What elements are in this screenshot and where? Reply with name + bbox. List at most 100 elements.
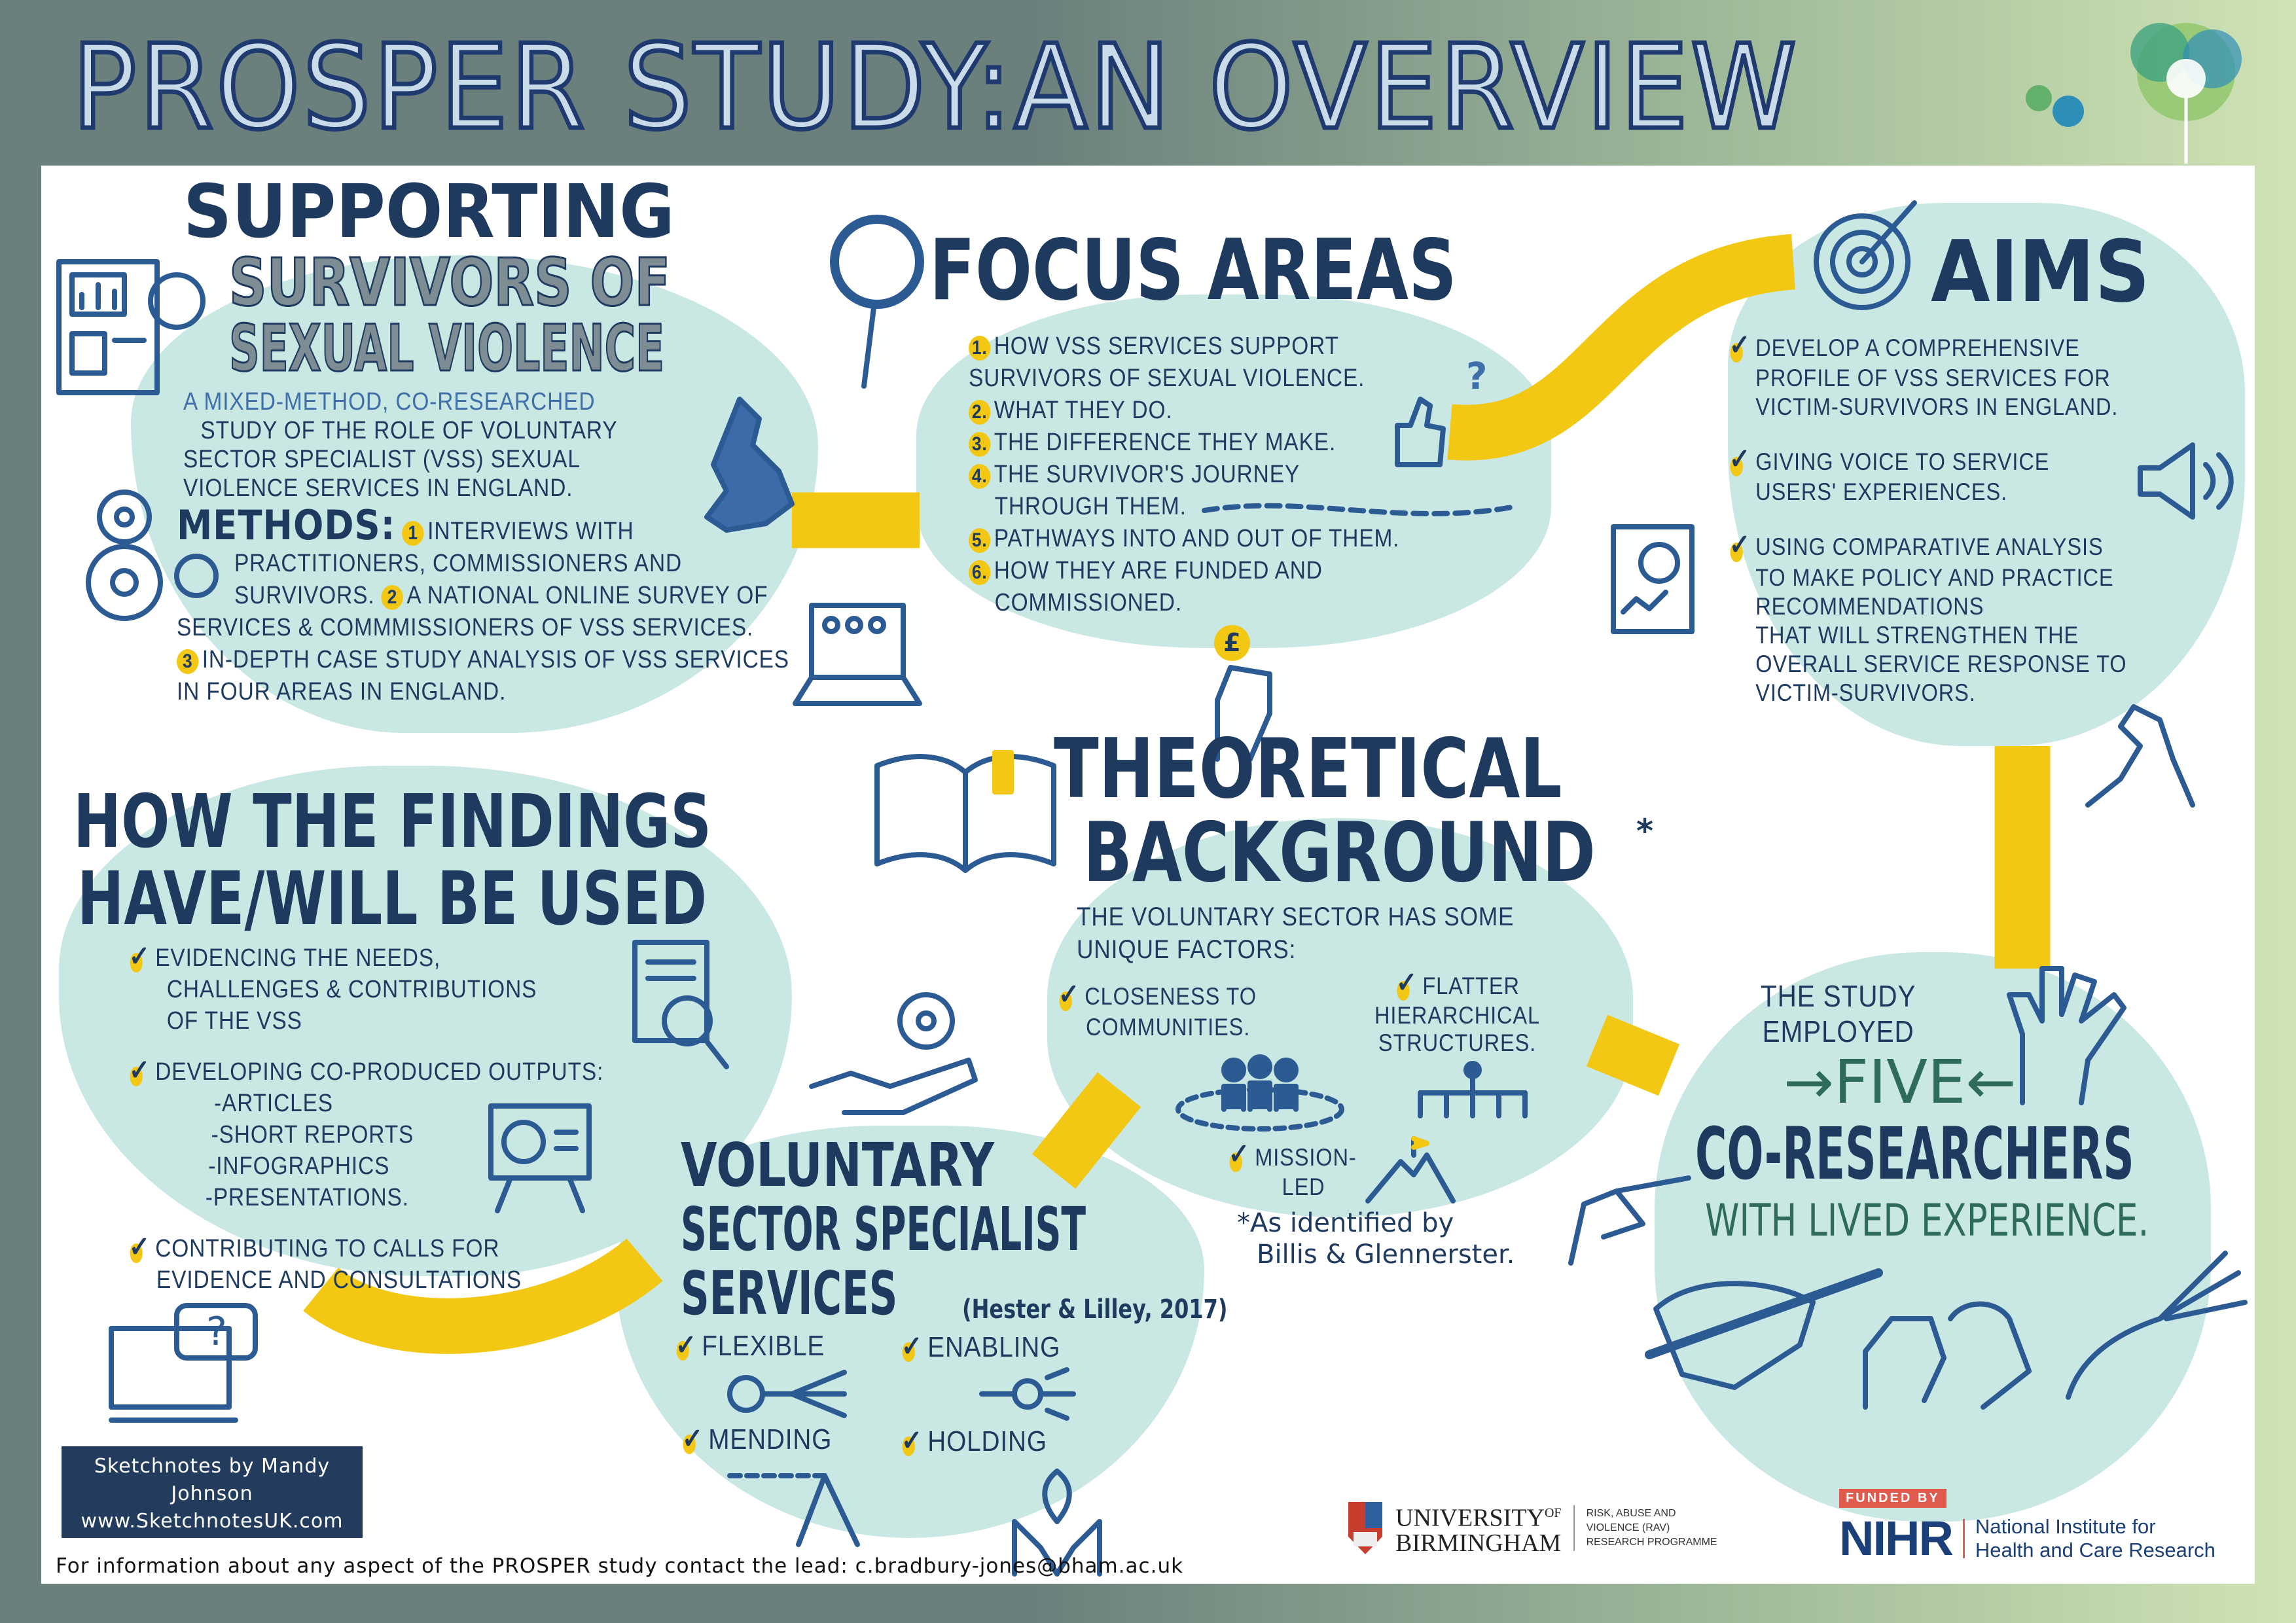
focus-item: 2.WHAT THEY DO. <box>969 395 1399 427</box>
document-search-icon <box>632 940 729 1069</box>
factor-mission: MISSION- LED <box>1227 1141 1357 1201</box>
aim-item: GIVING VOICE TO SERVICE <box>1728 445 2126 478</box>
hands-plant-icon <box>1012 1469 1102 1577</box>
findings-item: CONTRIBUTING TO CALLS FOR <box>128 1232 603 1264</box>
findings-heading-2: HAVE/WILL BE USED <box>77 857 708 942</box>
check-icon <box>674 1329 697 1362</box>
computer-question-icon: ? <box>109 1303 258 1423</box>
theory-heading-1: THEORETICAL <box>1054 721 1562 817</box>
focus-heading: FOCUS AREAS <box>929 222 1457 319</box>
check-icon <box>1728 445 1751 478</box>
focus-item: 3.THE DIFFERENCE THEY MAKE. <box>969 427 1399 459</box>
funded-by-badge: FUNDED BY <box>1839 1489 1946 1508</box>
pointing-hand-icon <box>1568 1175 1691 1266</box>
tube-theory-vss <box>1031 1072 1141 1189</box>
focus-list: 1.HOW VSS SERVICES SUPPORT SURVIVORS OF … <box>969 330 1399 619</box>
vss-heading-3: SERVICES <box>681 1258 898 1329</box>
nihr-logo: NIHR National Institute for Health and C… <box>1839 1511 2215 1565</box>
check-icon <box>128 1055 151 1088</box>
writing-hand-icon <box>1645 1268 1883 1390</box>
vss-heading-2: SECTOR SPECIALIST <box>681 1194 1086 1264</box>
focus-blob <box>916 294 1551 648</box>
check-icon <box>1057 980 1080 1012</box>
quality-enabling: ENABLING <box>900 1330 1060 1363</box>
branching-arrows-icon <box>727 1370 847 1418</box>
question-mark: ? <box>1466 355 1488 398</box>
england-map-icon <box>704 397 795 533</box>
lived-experience: WITH LIVED EXPERIENCE. <box>1705 1195 2149 1247</box>
sketchnotes-credit: Sketchnotes by Mandy Johnson www.Sketchn… <box>62 1446 363 1538</box>
presentation-board-icon <box>488 1103 592 1213</box>
flexed-arm-icon <box>2085 704 2195 808</box>
hand-icon <box>1215 665 1272 762</box>
findings-item: DEVELOPING CO-PRODUCED OUTPUTS: <box>128 1055 603 1088</box>
focus-item: 4.THE SURVIVOR'S JOURNEY <box>969 459 1399 491</box>
check-icon <box>1395 969 1418 1002</box>
aims-list: DEVELOP A COMPREHENSIVE PROFILE OF VSS S… <box>1728 331 2126 707</box>
five-label: →FIVE← <box>1784 1047 2017 1117</box>
hierarchy-icon <box>1418 1061 1528 1118</box>
findings-list: EVIDENCING THE NEEDS, CHALLENGES & CONTR… <box>128 941 603 1296</box>
magnifying-glass-icon <box>830 215 924 389</box>
reaching-hand-icon <box>2066 1251 2248 1400</box>
theory-blob <box>1047 818 1633 1217</box>
supporting-heading: SUPPORTING <box>183 169 675 255</box>
quality-holding: HOLDING <box>900 1425 1047 1457</box>
target-icon <box>1814 200 1917 310</box>
theory-note: *As identified by Billis & Glennerster. <box>1237 1208 1515 1270</box>
factor-flatter: FLATTER HIERARCHICAL STRUCTURES. <box>1374 969 1540 1057</box>
supporting-blob <box>131 255 818 733</box>
focus-item: 1.HOW VSS SERVICES SUPPORT <box>969 330 1399 363</box>
check-icon <box>128 941 151 974</box>
thumbs-up-icon <box>1395 397 1446 467</box>
mountain-flag-icon <box>1365 1136 1456 1204</box>
open-hands-icon <box>1863 1301 2032 1410</box>
tube-theory-coresearchers <box>1586 1014 1680 1096</box>
quality-mending: MENDING <box>681 1423 832 1455</box>
aim-item: USING COMPARATIVE ANALYSIS <box>1728 531 2126 563</box>
check-icon <box>1227 1141 1250 1173</box>
coresearchers-heading: CO-RESEARCHERS <box>1695 1112 2134 1196</box>
aims-blob <box>1728 203 2245 746</box>
aim-item: DEVELOP A COMPREHENSIVE <box>1728 331 2126 364</box>
theory-asterisk: * <box>1636 812 1654 850</box>
road-path-icon <box>1202 503 1515 516</box>
theory-heading-2: BACKGROUND <box>1083 804 1596 901</box>
raised-hand-icon <box>2007 966 2126 1105</box>
survivors-heading: SURVIVORS OF <box>228 244 672 321</box>
vss-heading-1: VOLUNTARY <box>681 1130 994 1200</box>
needle-thread-icon <box>727 1473 860 1547</box>
findings-item: EVIDENCING THE NEEDS, <box>128 941 603 974</box>
uob-crest-icon <box>1348 1502 1382 1554</box>
hand-gear-icon <box>809 992 978 1115</box>
coresearchers-blob <box>1655 952 2211 1522</box>
open-book-icon <box>874 750 1056 873</box>
megaphone-speaker-icon <box>2138 442 2234 520</box>
svg-text:?: ? <box>206 1309 227 1355</box>
community-people-icon <box>1175 1054 1344 1132</box>
dandelion-logo-icon <box>2026 23 2242 164</box>
vss-citation: (Hester & Lilley, 2017) <box>962 1294 1228 1325</box>
report-pie-icon <box>1611 524 1695 634</box>
check-icon <box>900 1330 923 1363</box>
page-title: PROSPER STUDY:AN OVERVIEW <box>70 18 1799 158</box>
sketchnotes-link[interactable]: www.SketchnotesUK.com <box>81 1510 344 1533</box>
study-employed: THE STUDY EMPLOYED <box>1761 979 1916 1048</box>
check-icon <box>1728 331 1751 364</box>
check-icon <box>681 1423 704 1455</box>
theory-intro: THE VOLUNTARY SECTOR HAS SOME UNIQUE FAC… <box>1077 902 1515 964</box>
factor-closeness: CLOSENESS TO COMMUNITIES. <box>1057 980 1257 1043</box>
enabling-arrows-icon <box>979 1367 1076 1421</box>
quality-flexible: FLEXIBLE <box>674 1329 825 1362</box>
methods-label: METHODS: <box>177 501 396 549</box>
laptop-survey-icon <box>793 603 922 706</box>
check-icon <box>900 1425 923 1457</box>
findings-heading-1: HOW THE FINDINGS <box>73 779 711 865</box>
coin-icon: £ <box>1214 625 1250 661</box>
tube-focus-aims <box>1447 234 1796 461</box>
supporting-description: A MIXED-METHOD, CO-RESEARCHED STUDY OF T… <box>183 388 618 502</box>
focus-item: 5.PATHWAYS INTO AND OUT OF THEM. <box>969 523 1399 555</box>
check-icon <box>1728 531 1751 563</box>
